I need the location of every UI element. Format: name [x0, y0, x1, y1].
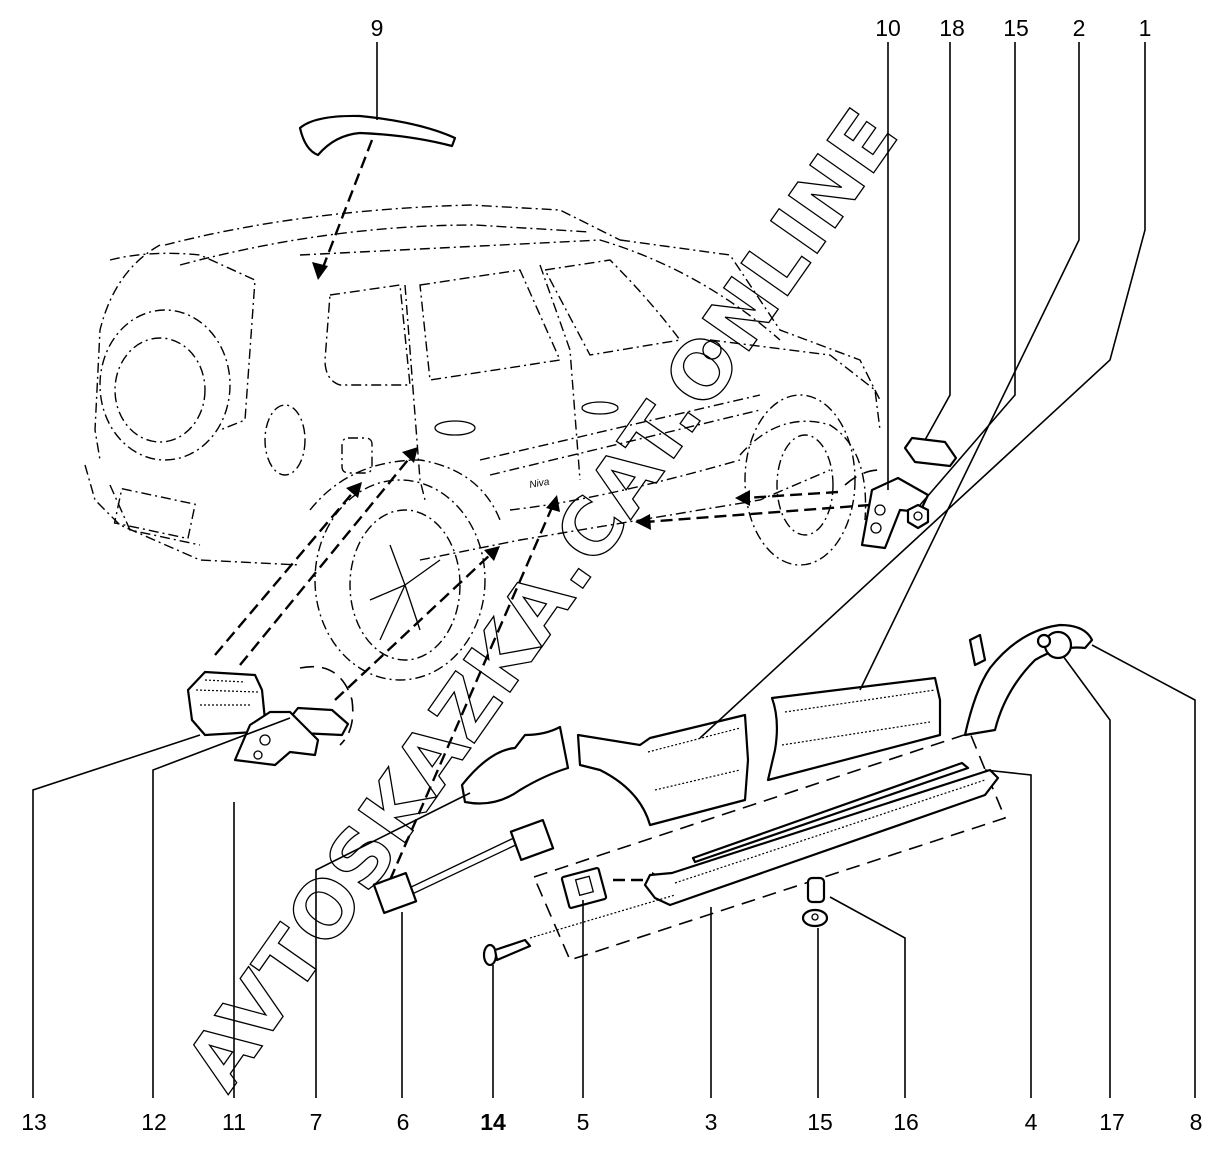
callout-11: 11 — [222, 1109, 246, 1135]
callout-4: 4 — [1025, 1109, 1038, 1135]
callout-5: 5 — [577, 1109, 590, 1135]
callout-18: 18 — [939, 15, 965, 41]
callout-13: 13 — [21, 1109, 47, 1135]
part-4-sill-molding — [643, 761, 1000, 907]
callout-15-bottom: 15 — [807, 1109, 833, 1135]
callout-6: 6 — [397, 1109, 410, 1135]
part-9-roof-spoiler — [298, 114, 457, 157]
callout-9: 9 — [371, 15, 384, 41]
callout-14: 14 — [480, 1109, 506, 1135]
part-6-clip-strip — [372, 818, 555, 915]
callouts-top: 9 10 18 15 2 1 — [371, 15, 1152, 41]
part-5-clip — [560, 866, 608, 910]
callouts-bottom: 13 12 11 7 6 14 5 3 15 16 4 17 8 — [21, 1109, 1202, 1135]
part-15-nut-top — [906, 503, 930, 530]
callout-8: 8 — [1190, 1109, 1203, 1135]
watermark: AVTOSKAZKA.CAT.ONLINE — [169, 92, 917, 1106]
part-8-front-arch-molding — [963, 623, 1094, 737]
part-7-rear-arch-molding — [460, 725, 570, 805]
callout-17: 17 — [1099, 1109, 1125, 1135]
part-3-group-box — [532, 732, 1007, 961]
callout-7: 7 — [310, 1109, 323, 1135]
callout-10: 10 — [875, 15, 901, 41]
callout-15-top: 15 — [1003, 15, 1029, 41]
callout-12: 12 — [141, 1109, 167, 1135]
callout-3: 3 — [705, 1109, 718, 1135]
part-15-nut-bottom — [801, 908, 829, 928]
part-2-rear-door-molding — [576, 713, 750, 827]
part-18-pad — [903, 436, 958, 468]
callout-1: 1 — [1139, 15, 1152, 41]
part-16-spacer — [806, 876, 826, 904]
leader-lines — [32, 42, 1196, 1098]
screw-axis — [529, 894, 676, 939]
watermark-text: AVTOSKAZKA.CAT.ONLINE — [170, 93, 917, 1106]
part-17-plug — [1036, 630, 1073, 660]
vehicle-outline — [84, 204, 881, 681]
callout-2: 2 — [1073, 15, 1086, 41]
part-10-bracket — [860, 476, 930, 550]
callout-16: 16 — [893, 1109, 919, 1135]
part-1-front-door-molding — [766, 676, 942, 782]
part-8-arch-end — [968, 633, 987, 667]
part-14-screw — [482, 938, 532, 967]
part-11-bracket — [233, 710, 320, 767]
door-badge-text: Niva — [529, 477, 551, 491]
